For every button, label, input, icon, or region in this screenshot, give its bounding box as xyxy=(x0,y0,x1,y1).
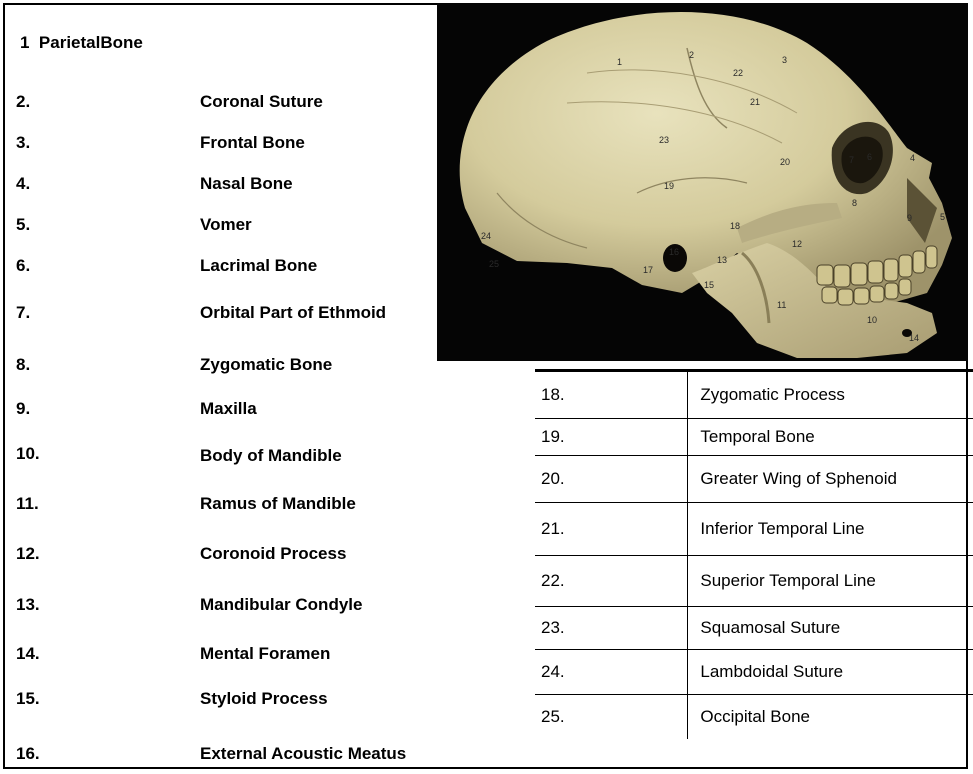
label-name: External Acoustic Meatus xyxy=(200,744,406,764)
label-number: 10. xyxy=(16,444,40,464)
label-number: 12. xyxy=(16,544,40,564)
svg-text:4: 4 xyxy=(910,153,915,163)
label-name: Orbital Part of Ethmoid xyxy=(200,303,386,323)
table-row: 20. Greater Wing of Sphenoid xyxy=(535,456,973,503)
label-name: Styloid Process xyxy=(200,689,328,709)
svg-text:25: 25 xyxy=(489,259,499,269)
label-name: Nasal Bone xyxy=(200,174,293,194)
svg-text:14: 14 xyxy=(909,333,919,343)
table-row: 25. Occipital Bone xyxy=(535,695,973,740)
table-row: 23. Squamosal Suture xyxy=(535,607,973,650)
svg-text:10: 10 xyxy=(867,315,877,325)
svg-text:21: 21 xyxy=(750,97,760,107)
table-row: 21. Inferior Temporal Line xyxy=(535,503,973,556)
label-number: 4. xyxy=(16,174,30,194)
table-cell-name: Zygomatic Process xyxy=(688,371,973,419)
table-cell-name: Temporal Bone xyxy=(688,419,973,456)
svg-text:22: 22 xyxy=(733,68,743,78)
table-cell-name: Occipital Bone xyxy=(688,695,973,740)
label-name: Coronal Suture xyxy=(200,92,323,112)
svg-text:18: 18 xyxy=(730,221,740,231)
svg-text:20: 20 xyxy=(780,157,790,167)
label-number: 13. xyxy=(16,595,40,615)
label-number: 11. xyxy=(16,494,39,514)
label-name: Mandibular Condyle xyxy=(200,595,362,615)
svg-text:23: 23 xyxy=(659,135,669,145)
table-cell-number: 23. xyxy=(535,607,688,650)
label-name: Vomer xyxy=(200,215,252,235)
label-number: 2. xyxy=(16,92,30,112)
table-row: 24. Lambdoidal Suture xyxy=(535,650,973,695)
label-name: Maxilla xyxy=(200,399,257,419)
table-cell-name: Lambdoidal Suture xyxy=(688,650,973,695)
label-number: 8. xyxy=(16,355,30,375)
label-name: Lacrimal Bone xyxy=(200,256,317,276)
svg-text:13: 13 xyxy=(717,255,727,265)
svg-text:7: 7 xyxy=(849,155,854,165)
label-number: 16. xyxy=(16,744,40,764)
label-name: Ramus of Mandible xyxy=(200,494,356,514)
table-cell-name: Squamosal Suture xyxy=(688,607,973,650)
label-name: ParietalBone xyxy=(39,33,143,52)
label-name: Zygomatic Bone xyxy=(200,355,332,375)
label-number: 1 xyxy=(20,33,29,52)
svg-text:15: 15 xyxy=(704,280,714,290)
table-row: 19. Temporal Bone xyxy=(535,419,973,456)
svg-text:8: 8 xyxy=(852,198,857,208)
svg-text:11: 11 xyxy=(777,300,786,310)
svg-text:12: 12 xyxy=(792,239,802,249)
label-number: 15. xyxy=(16,689,40,709)
table-cell-name: Superior Temporal Line xyxy=(688,556,973,607)
skull-photo: 1 2 3 22 21 23 20 7 6 4 19 8 9 5 18 12 2… xyxy=(437,3,968,361)
svg-text:24: 24 xyxy=(481,231,491,241)
table-row: 18. Zygomatic Process xyxy=(535,371,973,419)
label-name: Frontal Bone xyxy=(200,133,305,153)
label-number: 3. xyxy=(16,133,30,153)
label-number: 7. xyxy=(16,303,30,323)
table-cell-name: Inferior Temporal Line xyxy=(688,503,973,556)
label-name: Mental Foramen xyxy=(200,644,330,664)
table-cell-number: 22. xyxy=(535,556,688,607)
label-table: 18. Zygomatic Process 19. Temporal Bone … xyxy=(535,369,973,739)
svg-text:17: 17 xyxy=(643,265,653,275)
label-number: 6. xyxy=(16,256,30,276)
label-number: 5. xyxy=(16,215,30,235)
table-cell-number: 21. xyxy=(535,503,688,556)
svg-text:1: 1 xyxy=(617,57,622,67)
table-cell-number: 25. xyxy=(535,695,688,740)
table-cell-number: 24. xyxy=(535,650,688,695)
table-row: 22. Superior Temporal Line xyxy=(535,556,973,607)
svg-text:3: 3 xyxy=(782,55,787,65)
table-cell-number: 18. xyxy=(535,371,688,419)
svg-text:9: 9 xyxy=(907,213,912,223)
label-name: Body of Mandible xyxy=(200,446,342,466)
skull-illustration: 1 2 3 22 21 23 20 7 6 4 19 8 9 5 18 12 2… xyxy=(437,3,968,361)
svg-text:19: 19 xyxy=(664,181,674,191)
svg-text:16: 16 xyxy=(669,247,679,257)
svg-text:2: 2 xyxy=(689,50,694,60)
svg-text:5: 5 xyxy=(940,212,945,222)
table-cell-number: 20. xyxy=(535,456,688,503)
label-name: Coronoid Process xyxy=(200,544,346,564)
label-number: 14. xyxy=(16,644,40,664)
table-cell-name: Greater Wing of Sphenoid xyxy=(688,456,973,503)
label-row-1: 1 ParietalBone xyxy=(20,33,143,53)
table-cell-number: 19. xyxy=(535,419,688,456)
svg-text:6: 6 xyxy=(867,152,872,162)
label-number: 9. xyxy=(16,399,30,419)
